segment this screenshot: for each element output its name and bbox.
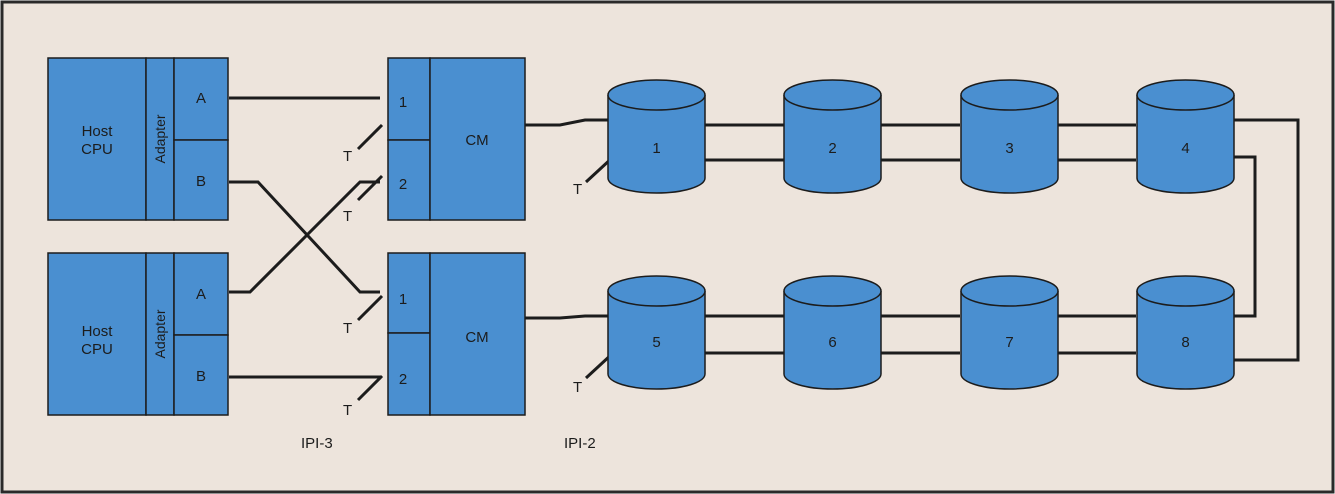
drive-label: 2 xyxy=(828,140,836,157)
terminator-label-cm2-p1: T xyxy=(343,320,352,337)
port-a-label: A xyxy=(196,90,206,107)
terminator-label-cm2-p2: T xyxy=(343,402,352,419)
drive-body xyxy=(960,95,1059,194)
drive-top xyxy=(1136,79,1235,111)
drive-body xyxy=(607,95,706,194)
terminator-cm2-p2-line xyxy=(356,374,384,402)
drive-body xyxy=(607,291,706,390)
drive-top xyxy=(1136,275,1235,307)
wire-host2a-cm1p2 xyxy=(229,180,380,294)
adapter-label: Adapter xyxy=(152,309,168,358)
drive-label: 4 xyxy=(1181,140,1189,157)
port-a-box xyxy=(173,252,229,336)
drive-7: 7 xyxy=(960,275,1059,390)
drive-body xyxy=(960,291,1059,390)
host-cpu-label-line2: CPU xyxy=(81,141,113,158)
drive-body xyxy=(1136,291,1235,390)
drive-label: 3 xyxy=(1005,140,1013,157)
controller-1: 1 2 CM xyxy=(387,57,526,221)
terminator-cm2-p1-line xyxy=(356,294,384,322)
drive-label: 1 xyxy=(652,140,660,157)
drive-label: 8 xyxy=(1181,334,1189,351)
drive-8: 8 xyxy=(1136,275,1235,390)
drive-label: 5 xyxy=(652,334,660,351)
controller-main-box xyxy=(429,57,526,221)
drive-label: 7 xyxy=(1005,334,1013,351)
port-b-box xyxy=(173,139,229,221)
port-b-box xyxy=(173,334,229,416)
wire-host1b-cm2p1 xyxy=(229,180,380,294)
ipi3-label: IPI-3 xyxy=(301,435,333,452)
wire-cm1-drive1 xyxy=(525,118,608,127)
terminator-label-drive5: T xyxy=(573,379,582,396)
wire-loop-outer xyxy=(1234,118,1300,362)
drive-top xyxy=(607,275,706,307)
terminator-cm1-p2-line xyxy=(356,174,384,202)
drive-top xyxy=(783,79,882,111)
controller-port-2-label: 2 xyxy=(399,176,407,193)
controller-port-1-label: 1 xyxy=(399,94,407,111)
terminator-label-cm1-p2: T xyxy=(343,208,352,225)
drive-body xyxy=(783,291,882,390)
drive-body xyxy=(1136,95,1235,194)
port-b-label: B xyxy=(196,368,206,385)
wire-loop-inner xyxy=(1234,155,1257,318)
host-2: Host CPU Adapter A B xyxy=(47,252,229,416)
drive-top xyxy=(607,79,706,111)
wire-cm2-drive5 xyxy=(525,314,608,320)
port-a-label: A xyxy=(196,286,206,303)
host-cpu-box xyxy=(47,57,147,221)
host-cpu-label-line2: CPU xyxy=(81,341,113,358)
drive-4: 4 xyxy=(1136,79,1235,194)
drive-5: 5 xyxy=(607,275,706,390)
adapter-label: Adapter xyxy=(152,114,168,163)
drive-body xyxy=(783,95,882,194)
drive-top xyxy=(960,275,1059,307)
terminator-label-cm1-p1: T xyxy=(343,148,352,165)
terminator-label-drive1: T xyxy=(573,181,582,198)
controller-port-2-box xyxy=(387,332,431,416)
port-a-box xyxy=(173,57,229,141)
terminator-cm1-p1-line xyxy=(356,123,384,151)
controller-port-1-box xyxy=(387,252,431,334)
drive-top xyxy=(960,79,1059,111)
drive-2: 2 xyxy=(783,79,882,194)
adapter-box xyxy=(145,57,175,221)
host-cpu-box xyxy=(47,252,147,416)
port-b-label: B xyxy=(196,173,206,190)
controller-label: CM xyxy=(465,132,488,149)
controller-2: 1 2 CM xyxy=(387,252,526,416)
drive-3: 3 xyxy=(960,79,1059,194)
drive-6: 6 xyxy=(783,275,882,390)
adapter-box xyxy=(145,252,175,416)
host-1: Host CPU Adapter A B xyxy=(47,57,229,221)
controller-port-1-label: 1 xyxy=(399,291,407,308)
controller-port-1-box xyxy=(387,57,431,141)
drive-top xyxy=(783,275,882,307)
host-cpu-label-line1: Host xyxy=(82,323,114,340)
wires xyxy=(229,96,1300,402)
controller-port-2-label: 2 xyxy=(399,371,407,388)
drive-1: 1 xyxy=(607,79,706,194)
controller-port-2-box xyxy=(387,139,431,221)
ipi2-label: IPI-2 xyxy=(564,435,596,452)
controller-main-box xyxy=(429,252,526,416)
controller-label: CM xyxy=(465,329,488,346)
host-cpu-label-line1: Host xyxy=(82,123,114,140)
drive-label: 6 xyxy=(828,334,836,351)
terminator-labels: T T T T T T xyxy=(343,148,582,419)
